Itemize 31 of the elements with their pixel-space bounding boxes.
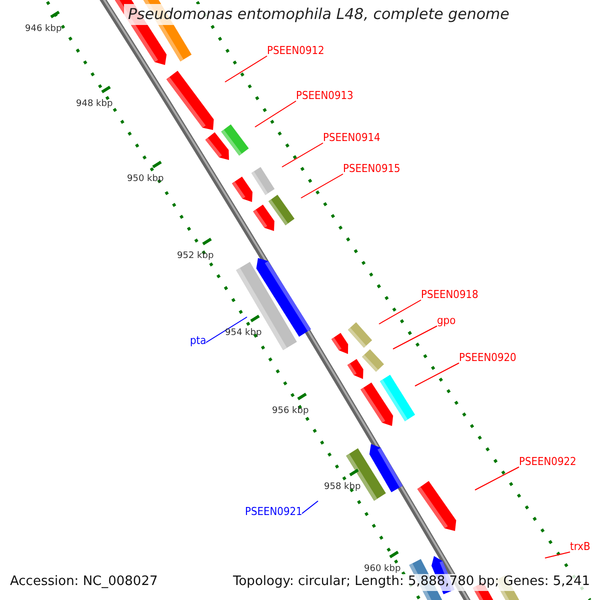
gene-label: PSEEN0921 [245, 506, 302, 519]
scale-label: 960 kbp [364, 564, 401, 574]
scale-label: 948 kbp [76, 99, 113, 110]
leader-line [544, 552, 570, 558]
leader-line [302, 500, 318, 514]
gene-label: gpo [437, 315, 456, 328]
gene-label: PSEEN0913 [296, 90, 354, 103]
scale-label: 950 kbp [127, 174, 164, 184]
leader-line [206, 316, 248, 343]
scale-label: 952 kbp [177, 251, 214, 262]
accession-text: Accession: NC_008027 [8, 574, 160, 591]
gene-label: trxB [570, 541, 590, 554]
leader-line [282, 142, 324, 168]
gene-label: PSEEN0914 [323, 132, 380, 145]
scale-label: 946 kbp [25, 24, 62, 34]
leader-line [378, 300, 422, 324]
leader-line [392, 326, 438, 350]
gene-label: PSEEN0920 [459, 352, 516, 365]
scale-label: 954 kbp [225, 328, 262, 338]
leader-line [414, 362, 460, 386]
gene-label: PSEEN0912 [267, 45, 324, 58]
gene-label: PSEEN0918 [421, 289, 478, 302]
leader-line [300, 174, 344, 198]
leader-line [224, 56, 268, 82]
scale-label: 956 kbp [272, 406, 309, 416]
scale-label: 958 kbp [324, 482, 361, 492]
gene-label: pta [190, 335, 206, 348]
gene-label: PSEEN0915 [343, 163, 400, 176]
leader-line [254, 100, 296, 128]
leader-line [474, 466, 520, 490]
gene-label: PSEEN0922 [519, 456, 576, 469]
